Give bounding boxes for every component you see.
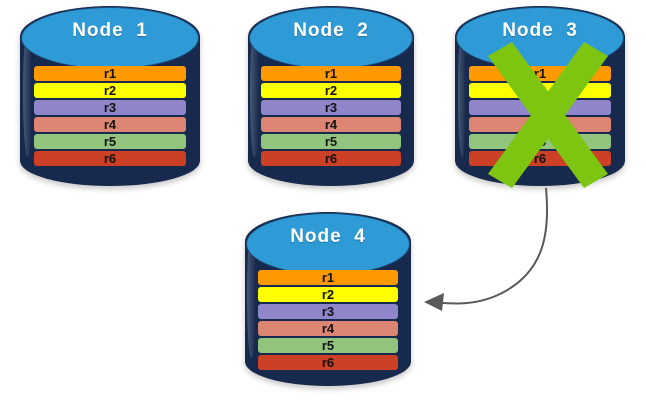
row-r6[interactable]: r6 bbox=[34, 151, 186, 166]
row-r5[interactable]: r5 bbox=[34, 134, 186, 149]
row-r1[interactable]: r1 bbox=[258, 270, 398, 285]
row-r5[interactable]: r5 bbox=[258, 338, 398, 353]
row-r4[interactable]: r4 bbox=[261, 117, 401, 132]
node-label: Node 4 bbox=[290, 226, 366, 247]
row-r3[interactable]: r3 bbox=[258, 304, 398, 319]
row-r4[interactable]: r4 bbox=[468, 117, 612, 132]
row-r5[interactable]: r5 bbox=[468, 134, 612, 149]
row-r1[interactable]: r1 bbox=[468, 66, 612, 81]
row-list: r1 r2 r3 r4 r5 r6 bbox=[261, 66, 401, 166]
row-r2[interactable]: r2 bbox=[261, 83, 401, 98]
row-r2[interactable]: r2 bbox=[468, 83, 612, 98]
row-list: r1 r2 r3 r4 r5 r6 bbox=[258, 270, 398, 370]
row-r3[interactable]: r3 bbox=[468, 100, 612, 115]
cylinder-top bbox=[20, 7, 200, 69]
row-r1[interactable]: r1 bbox=[34, 66, 186, 81]
row-r6[interactable]: r6 bbox=[468, 151, 612, 166]
connector-arrowhead-icon bbox=[424, 293, 444, 311]
row-r3[interactable]: r3 bbox=[261, 100, 401, 115]
row-r4[interactable]: r4 bbox=[258, 321, 398, 336]
row-r5[interactable]: r5 bbox=[261, 134, 401, 149]
node-label: Node 3 bbox=[502, 20, 578, 41]
row-r6[interactable]: r6 bbox=[261, 151, 401, 166]
row-r6[interactable]: r6 bbox=[258, 355, 398, 370]
row-r3[interactable]: r3 bbox=[34, 100, 186, 115]
row-r2[interactable]: r2 bbox=[258, 287, 398, 302]
row-r4[interactable]: r4 bbox=[34, 117, 186, 132]
node-label: Node 2 bbox=[293, 20, 369, 41]
row-r2[interactable]: r2 bbox=[34, 83, 186, 98]
row-r1[interactable]: r1 bbox=[261, 66, 401, 81]
node-4[interactable]: Node 4 r1 r2 r3 r4 r5 r6 bbox=[245, 212, 411, 386]
node-1[interactable]: Node 1 r1 r2 r3 r4 r5 r6 bbox=[20, 6, 200, 186]
row-list: r1 r2 r3 r4 r5 r6 bbox=[468, 66, 612, 166]
cylinder-top bbox=[245, 213, 411, 275]
row-list: r1 r2 r3 r4 r5 r6 bbox=[34, 66, 186, 166]
cylinder-top bbox=[248, 7, 414, 69]
node-label: Node 1 bbox=[72, 20, 148, 41]
node-3[interactable]: Node 3 r1 r2 r3 r4 r5 r6 bbox=[455, 6, 625, 186]
node-2[interactable]: Node 2 r1 r2 r3 r4 r5 r6 bbox=[248, 6, 414, 186]
connector-node3-to-node4 bbox=[431, 187, 549, 305]
